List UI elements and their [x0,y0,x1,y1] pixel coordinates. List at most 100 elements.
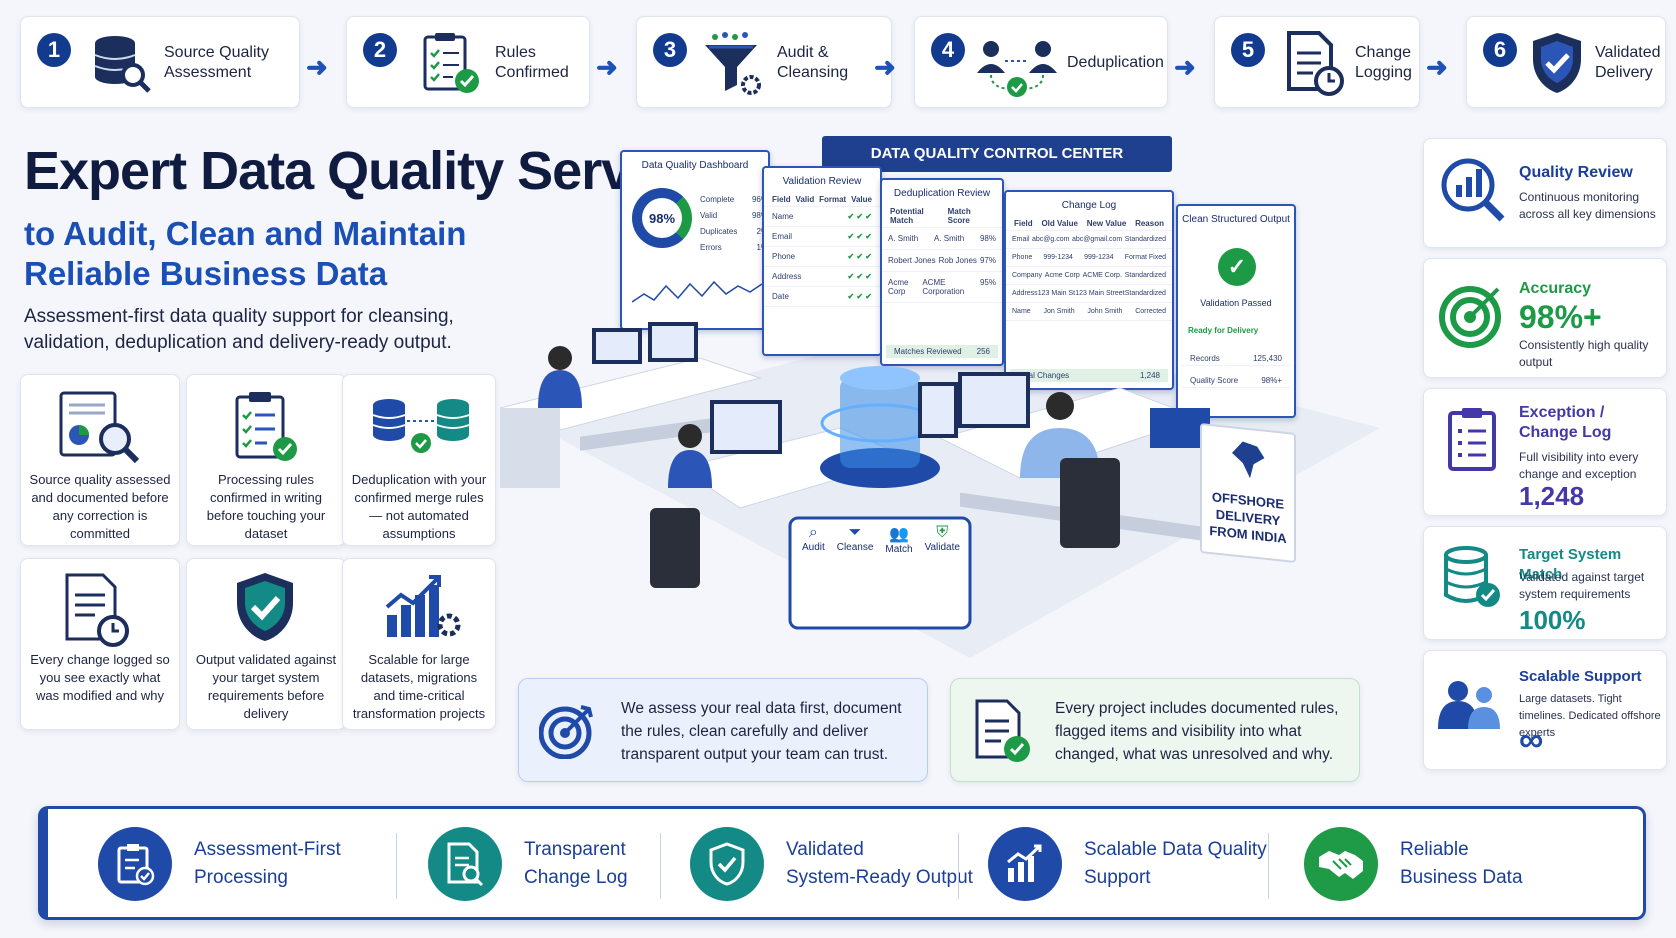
people-icon: 👥 [889,526,909,543]
target-arrow-icon [538,703,595,764]
output-title: Clean Structured Output [1182,214,1290,225]
changelog-title: Change Log [1061,200,1117,211]
note-card-assessment: We assess your real data first, document… [518,678,928,782]
step-1: 1 Source Quality Assessment [20,16,300,108]
cell: Company [1012,272,1042,279]
database-merge-icon [371,397,471,462]
feature-card: Scalable for large datasets, migrations … [342,558,496,730]
benefit-scalable-support: Scalable Data Quality Support [988,821,1267,907]
step-number: 5 [1231,33,1265,67]
match-score: 95% [979,278,996,287]
divider [958,833,959,899]
cell: Standardized [1124,290,1166,297]
score-value: 98%+ [1261,376,1282,385]
cell: 123 Main St [1037,290,1076,297]
record-b: Rob Jones [938,256,977,265]
cell: Standardized [1124,272,1166,279]
metric-card-scalable-support: Scalable Support Large datasets. Tight t… [1423,650,1667,770]
page-description: Assessment-first data quality support fo… [24,306,454,353]
row-label: Email [772,232,793,241]
col-header: Value [851,195,872,204]
step-label: Source Quality Assessment [164,44,269,81]
feature-text: Processing rules confirmed in writing be… [206,472,326,541]
metric-card-target-system: Target System Match Validated against ta… [1423,526,1667,640]
step-label: Deduplication [1067,54,1164,71]
feature-card: Processing rules confirmed in writing be… [186,374,346,546]
footer-value: 256 [976,347,990,356]
output-panel: Clean Structured Output ✓ Validation Pas… [1176,204,1296,418]
metric-title: Quality Review [1519,164,1633,181]
row-label: Name [772,212,794,221]
cell: John Smith [1087,308,1123,315]
offshore-sign: OFFSHORE DELIVERY FROM INDIA [1200,422,1296,564]
note-card-documentation: Every project includes documented rules,… [950,678,1360,782]
feature-text: Output validated against your target sys… [195,652,337,721]
metric-desc: Continuous monitoring across all key dim… [1519,190,1656,221]
feature-card: Source quality assessed and documented b… [20,374,180,546]
step-number: 3 [653,33,687,67]
ready-label: Ready for Delivery [1188,326,1259,335]
bottom-benefits-bar: Assessment-First Processing Transparent … [38,806,1646,920]
divider [660,833,661,899]
validation-title: Validation Review [782,176,862,187]
control-center-illustration: DATA QUALITY CONTROL CENTER Data Quality… [500,128,1412,668]
metric-value: 100% [1519,605,1586,635]
match-score: 97% [979,256,996,265]
metric-card-accuracy: Accuracy 98%+ Consistently high quality … [1423,258,1667,378]
benefit-label: Assessment-First Processing [194,839,341,888]
feature-card: Deduplication with your confirmed merge … [342,374,496,546]
hub-validate: ⛨Validate [925,524,960,555]
row-label: Address [772,272,802,281]
step-6: 6 Validated Delivery [1466,16,1666,108]
feature-text: Every change logged so you see exactly w… [30,652,170,703]
col-header: Potential Match [890,207,924,225]
validation-status: Validation Passed [1200,298,1272,308]
footer-label: Matches Reviewed [894,347,962,356]
metric-value: 98%+ [1519,299,1602,335]
record-b: ACME Corporation [922,278,965,296]
cell: 999-1234 [1043,254,1073,261]
check-icon: ✔ ✔ ✔ [847,252,872,261]
chart-magnifier-icon [1438,155,1508,232]
arrow-right-icon: ➜ [1426,52,1448,82]
shield-check-icon: ⛨ [936,524,949,541]
hub-label: Match [885,544,913,555]
document-clock-icon [63,573,133,654]
handshake-icon [1304,827,1378,901]
row-label: Date [772,292,789,301]
dedup-title: Deduplication Review [893,188,991,199]
legend-value: 98% [751,211,768,220]
benefit-change-log: Transparent Change Log [428,821,628,907]
metric-value: ∞ [1519,721,1544,759]
cell: Jon Smith [1043,308,1075,315]
clipboard-check-icon [421,31,481,100]
legend-label: Valid [700,211,718,220]
col-header: Match Score [947,207,971,225]
metric-desc: Full visibility into every change and ex… [1519,450,1639,481]
metric-desc: Consistently high quality output [1519,338,1649,369]
note-text: Every project includes documented rules,… [1055,700,1339,763]
metric-value: 1,248 [1519,481,1585,511]
benefit-assessment-first: Assessment-First Processing [98,821,341,907]
col-header: Format [819,195,847,204]
score-label: Quality Score [1190,376,1239,385]
cell: 999-1234 [1084,254,1114,261]
team-icon [1436,677,1502,738]
step-4: 4 Deduplication [914,16,1168,108]
hub-match: 👥Match [885,524,912,555]
clipboard-check-icon [98,827,172,901]
footer-value: 1,248 [1139,371,1160,380]
metric-title: Exception / Change Log [1519,404,1612,441]
hub-audit: ⌕Audit [802,524,825,555]
document-search-icon [428,827,502,901]
legend-label: Duplicates [700,227,738,236]
arrow-right-icon: ➜ [1174,52,1196,82]
cell: Email [1012,236,1030,243]
row-label: Phone [772,252,796,261]
benefit-label: Validated System-Ready Output [786,839,973,888]
legend-label: Complete [700,195,735,204]
